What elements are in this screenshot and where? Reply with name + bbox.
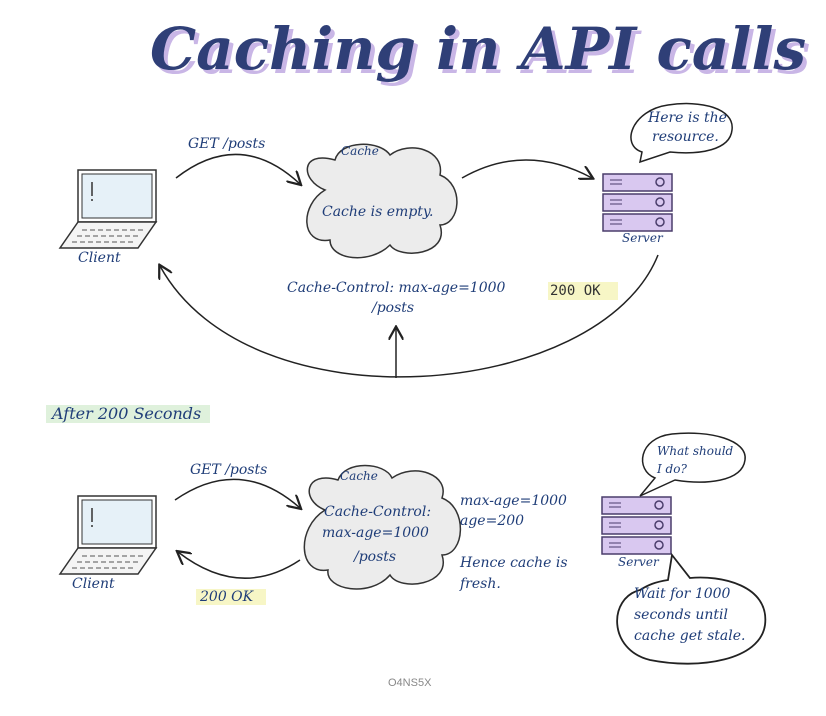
fresh-note-line2: fresh. xyxy=(459,576,501,592)
client-label: Client xyxy=(78,250,121,266)
watermark-code: O4NS5X xyxy=(388,677,432,689)
request-arrow xyxy=(175,153,300,184)
server-label: Server xyxy=(622,231,664,245)
response-arrow xyxy=(160,254,659,378)
response-highlight xyxy=(196,589,266,605)
server-bubble-line1: What should xyxy=(657,444,734,458)
client-laptop-icon xyxy=(58,169,158,249)
cache-control-path: /posts xyxy=(370,300,414,316)
server-bubble-line2: I do? xyxy=(656,462,687,476)
cache-line-2: max-age=1000 xyxy=(322,525,429,541)
divider-label: After 200 Seconds xyxy=(50,404,201,423)
response-arrow xyxy=(178,552,301,579)
client-laptop-icon xyxy=(58,495,158,575)
advice-line3: cache get stale. xyxy=(634,628,745,644)
cache-title: Cache xyxy=(340,469,378,483)
server-icon xyxy=(602,173,673,232)
advice-line1: Wait for 1000 xyxy=(634,586,731,602)
response-label: 200 OK xyxy=(199,589,255,605)
cache-line-3: /posts xyxy=(352,549,396,565)
cache-line-1: Cache-Control: xyxy=(324,504,431,520)
server-label: Server xyxy=(618,555,660,569)
advice-line2: seconds until xyxy=(634,607,728,623)
request-label: GET /posts xyxy=(190,462,267,478)
response-highlight xyxy=(548,282,618,300)
page-title-shadow: Caching in API calls xyxy=(154,19,810,87)
server-bubble-line1: Here is the xyxy=(647,110,727,126)
forward-arrow xyxy=(461,159,592,178)
request-label: GET /posts xyxy=(188,136,265,152)
cache-cloud-icon xyxy=(306,143,458,259)
request-arrow xyxy=(174,478,300,508)
cache-control-header: Cache-Control: max-age=1000 xyxy=(287,280,506,296)
cache-title: Cache xyxy=(341,144,379,158)
response-label: 200 OK xyxy=(550,283,601,299)
server-icon xyxy=(601,496,672,555)
advice-bubble xyxy=(616,552,767,665)
speech-bubble xyxy=(639,432,746,497)
page-title: Caching in API calls xyxy=(150,15,806,83)
client-label: Client xyxy=(72,576,115,592)
cache-status-text: Cache is empty. xyxy=(322,204,433,220)
fresh-note-line1: Hence cache is xyxy=(459,555,568,571)
age-note-line2: age=200 xyxy=(460,513,524,529)
age-note-line1: max-age=1000 xyxy=(460,493,567,509)
divider-highlight xyxy=(46,405,210,423)
server-bubble-line2: resource. xyxy=(652,129,719,145)
speech-bubble xyxy=(630,102,733,164)
cache-cloud-icon xyxy=(303,464,462,590)
